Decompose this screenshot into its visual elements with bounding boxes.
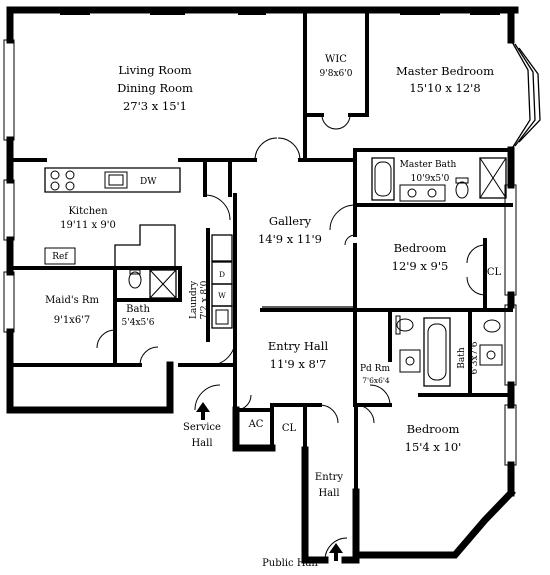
maid-bath-name: Bath [126,304,150,315]
laundry-size: 7'2 x 8'0 [200,280,210,319]
window-kitchen-west [3,179,15,241]
bedroom-3-size: 15'4 x 10' [405,440,462,454]
dryer-label: D [219,270,225,279]
bedroom-3-name: Bedroom [407,422,460,436]
window-bath-east [504,304,517,386]
master-bath-size: 10'9x5'0 [411,174,450,184]
master-bath-name: Master Bath [400,160,457,170]
window-bedroom-east [504,184,517,296]
laundry-name: Laundry [189,280,199,319]
powder-room-size: 7'6x6'4 [362,376,390,385]
wic-size: 9'8x6'0 [320,69,353,79]
entry-hall-small-name2: Hall [318,488,339,499]
window-bedroom3-east [504,404,517,466]
living-room-name: Living Room [118,63,191,77]
window-maid-west [3,271,15,333]
maids-room-size: 9'1x6'7 [54,315,91,326]
doors [96,114,486,561]
public-hall-name: Public Hall [262,558,318,569]
wic-name: WIC [325,54,347,65]
laundry-fixtures [211,234,233,329]
maid-bath-size: 5'4x5'6 [122,318,155,328]
service-hall-name1: Service [183,422,221,433]
maid-bath-fixtures [128,269,177,299]
bay-window [510,39,541,151]
closet-entry-label: CL [282,423,297,434]
refrigerator-label: Ref [52,252,68,262]
dishwasher-label: DW [140,177,157,187]
master-bath-fixtures [371,157,507,202]
entry-hall-size: 11'9 x 8'7 [270,357,327,371]
bedroom-2-name: Bedroom [394,241,447,255]
kitchen-name: Kitchen [68,206,108,217]
kitchen-counter [44,167,181,269]
wall-blocks [60,7,500,15]
window-living-west [3,39,15,141]
bath-3-size: 6'3x7'6 [470,341,480,374]
living-dining-size: 27'3 x 15'1 [123,99,187,113]
entry-hall-small-name1: Entry [315,472,344,483]
service-hall-name2: Hall [191,438,212,449]
bath-3-name: Bath [457,347,467,369]
dining-room-name: Dining Room [117,81,193,95]
arrow-up-icon [329,543,343,561]
master-bedroom-name: Master Bedroom [396,64,494,78]
arrow-up-icon [196,402,210,420]
interior-walls [8,8,513,494]
powder-bath-fixtures [395,315,503,387]
gallery-name: Gallery [269,214,312,228]
master-bedroom-size: 15'10 x 12'8 [409,81,480,95]
gallery-size: 14'9 x 11'9 [258,232,322,246]
washer-label: W [218,291,226,300]
maids-room-name: Maid's Rm [45,295,99,306]
closet-bedroom-label: CL [487,267,502,278]
ac-label: AC [248,419,264,430]
bedroom-2-size: 12'9 x 9'5 [392,259,449,273]
entry-hall-name: Entry Hall [268,339,329,353]
kitchen-size: 19'11 x 9'0 [60,220,116,231]
powder-room-name: Pd Rm [360,364,390,374]
